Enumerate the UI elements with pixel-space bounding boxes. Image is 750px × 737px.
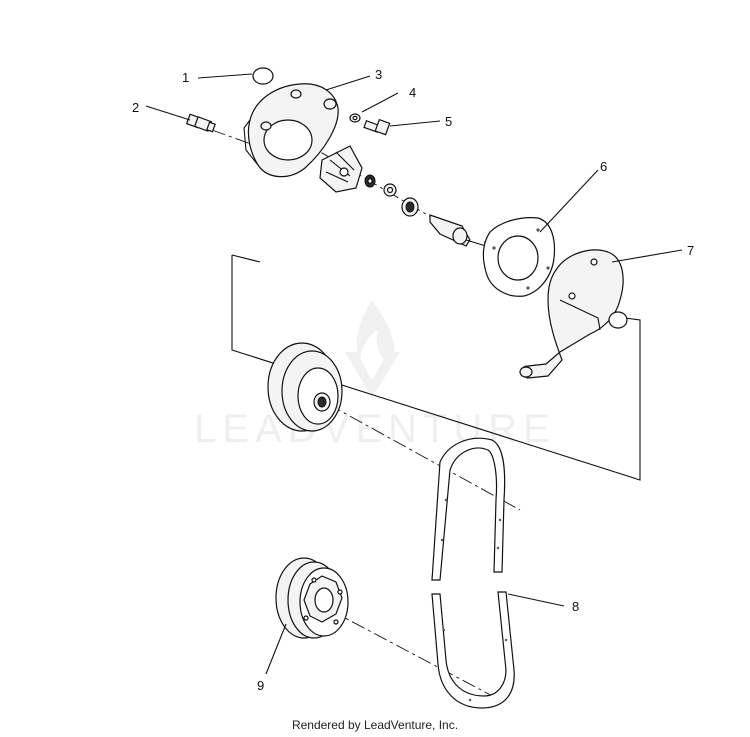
o-ring-part: [252, 67, 274, 85]
callout-7: 7: [687, 243, 694, 258]
callout-labels: 1 2 3 4 5 6 7 8 9: [132, 67, 694, 693]
large-pulley-part: [267, 342, 343, 432]
pump-housing-part: [519, 249, 628, 379]
leadventure-watermark-logo: LEADVENTURE: [194, 300, 556, 451]
watermark-text: LEADVENTURE: [194, 407, 556, 451]
callout-6: 6: [600, 159, 607, 174]
impeller-part: [319, 145, 363, 193]
callout-3: 3: [375, 67, 382, 82]
gasket-part: [482, 217, 556, 297]
washer-part: [349, 113, 361, 123]
fitting-part: [185, 113, 216, 133]
render-credit-footer: Rendered by LeadVenture, Inc.: [291, 718, 459, 732]
callout-9: 9: [257, 678, 264, 693]
bolt-part: [363, 118, 391, 136]
v-belt-part: [431, 437, 515, 709]
callout-2: 2: [132, 100, 139, 115]
callout-8: 8: [572, 599, 579, 614]
crank-pulley-part: [275, 557, 349, 639]
callout-leaders: [145, 73, 683, 675]
pump-cover-part: [243, 83, 339, 178]
callout-5: 5: [445, 114, 452, 129]
seal-bearing-stack: [364, 174, 487, 247]
callout-1: 1: [182, 70, 189, 85]
callout-4: 4: [409, 85, 416, 100]
